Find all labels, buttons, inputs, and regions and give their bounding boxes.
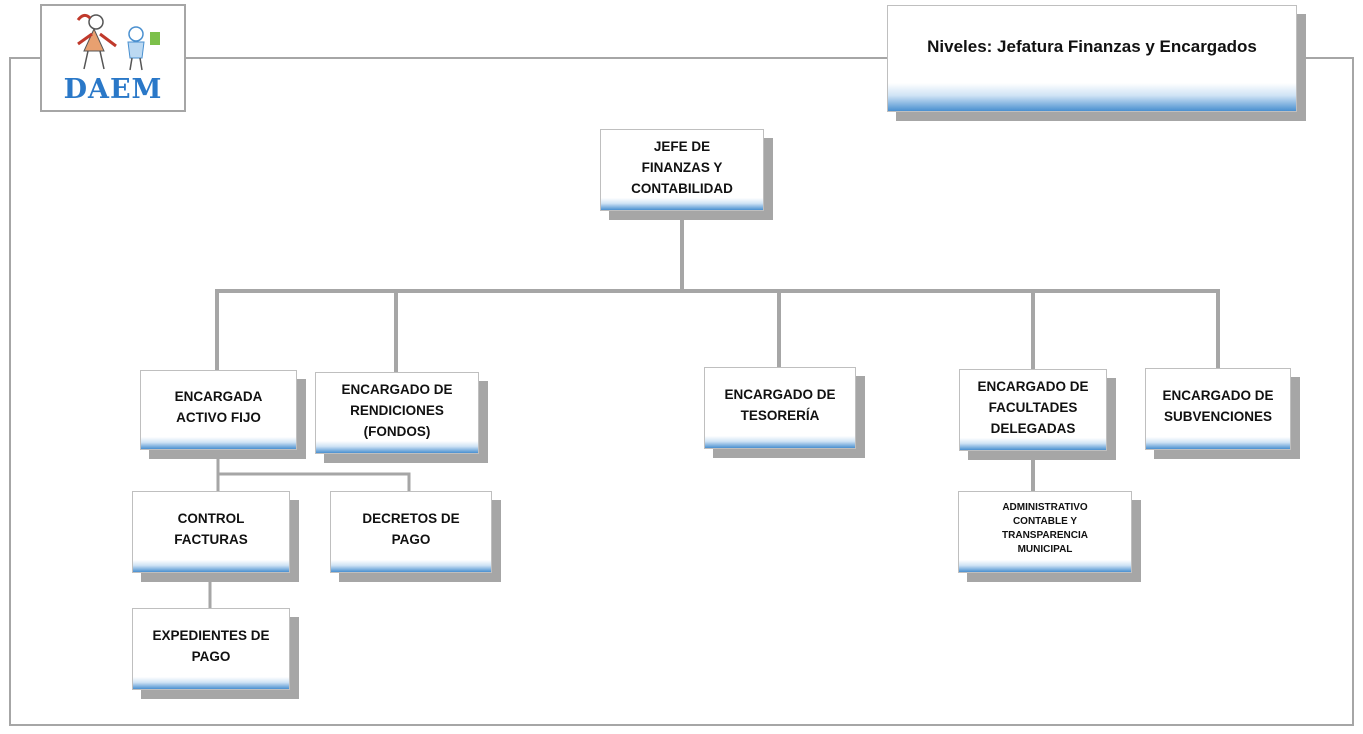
page-title: Niveles: Jefatura Finanzas y Encargados bbox=[887, 5, 1297, 112]
node-encargado-subvenciones-label: ENCARGADO DE SUBVENCIONES bbox=[1162, 388, 1274, 424]
node-encargado-tesoreria-label: ENCARGADO DE TESORERÍA bbox=[724, 387, 836, 423]
node-expedientes-pago: EXPEDIENTES DE PAGO bbox=[132, 608, 290, 690]
children-illustration-icon bbox=[76, 13, 160, 71]
node-encargado-rendiciones: ENCARGADO DE RENDICIONES (FONDOS) bbox=[315, 372, 479, 454]
node-decretos-pago-label: DECRETOS DE PAGO bbox=[362, 511, 460, 547]
node-encargado-facultades: ENCARGADO DE FACULTADES DELEGADAS bbox=[959, 369, 1107, 451]
node-encargado-rendiciones-label: ENCARGADO DE RENDICIONES (FONDOS) bbox=[341, 381, 453, 439]
page-title-text: Niveles: Jefatura Finanzas y Encargados bbox=[927, 37, 1257, 56]
node-administrativo-contable: ADMINISTRATIVO CONTABLE Y TRANSPARENCIA … bbox=[958, 491, 1132, 573]
node-control-facturas: CONTROL FACTURAS bbox=[132, 491, 290, 573]
node-decretos-pago: DECRETOS DE PAGO bbox=[330, 491, 492, 573]
node-jefe-finanzas: JEFE DE FINANZAS Y CONTABILIDAD bbox=[600, 129, 764, 211]
node-encargado-subvenciones: ENCARGADO DE SUBVENCIONES bbox=[1145, 368, 1291, 450]
node-encargado-tesoreria: ENCARGADO DE TESORERÍA bbox=[704, 367, 856, 449]
daem-logo: DAEM bbox=[40, 4, 186, 112]
node-jefe-finanzas-label: JEFE DE FINANZAS Y CONTABILIDAD bbox=[631, 138, 733, 196]
diagram-frame bbox=[9, 57, 1354, 726]
node-administrativo-contable-label: ADMINISTRATIVO CONTABLE Y TRANSPARENCIA … bbox=[1002, 502, 1088, 555]
node-encargada-activo-fijo: ENCARGADA ACTIVO FIJO bbox=[140, 370, 297, 450]
node-expedientes-pago-label: EXPEDIENTES DE PAGO bbox=[152, 628, 270, 664]
logo-text: DAEM bbox=[63, 74, 163, 105]
node-encargada-activo-fijo-label: ENCARGADA ACTIVO FIJO bbox=[174, 389, 263, 425]
node-encargado-facultades-label: ENCARGADO DE FACULTADES DELEGADAS bbox=[977, 378, 1089, 436]
node-control-facturas-label: CONTROL FACTURAS bbox=[174, 511, 248, 547]
